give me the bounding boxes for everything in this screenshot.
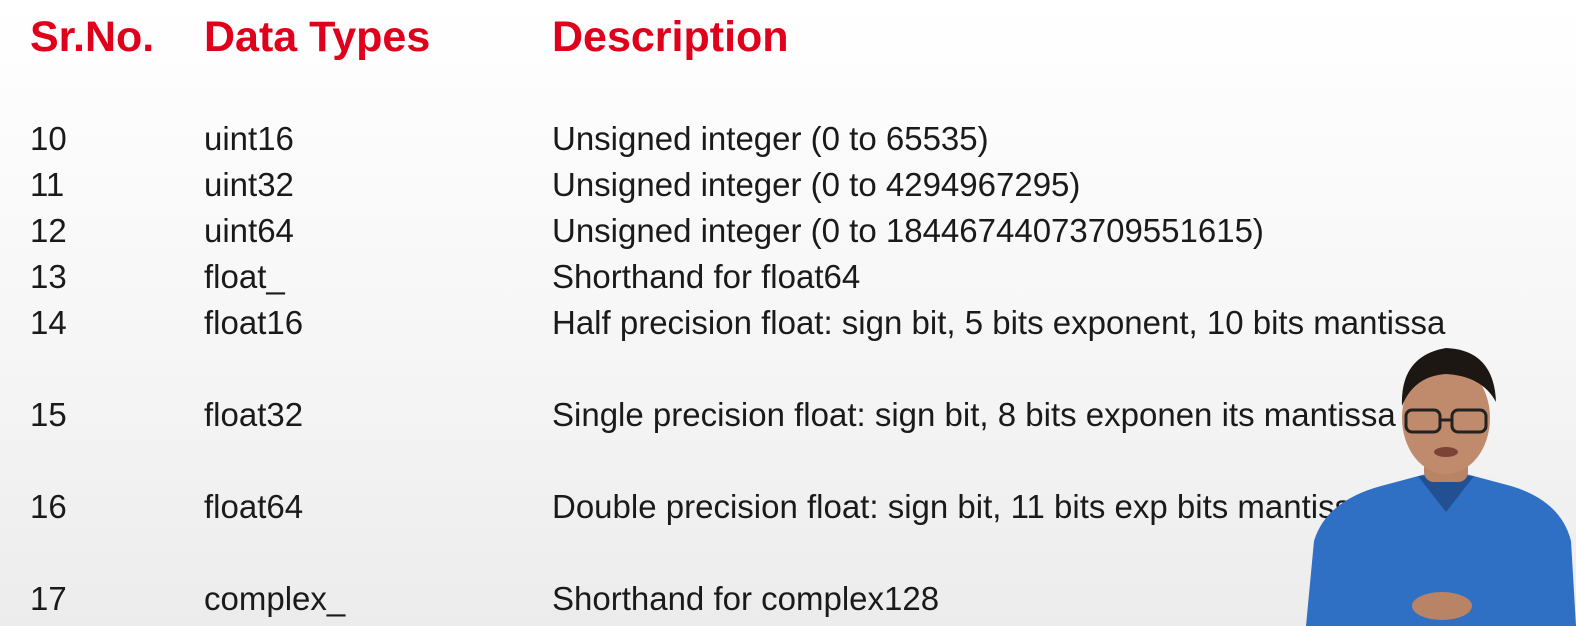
row-sr: 15 [30,396,67,433]
row-sr: 16 [30,488,67,525]
header-data-types: Data Types [204,13,431,61]
table-row: 11 uint32 Unsigned integer (0 to 4294967… [0,162,1576,208]
row-description: Shorthand for complex128 [552,580,940,617]
row-sr: 17 [30,580,67,617]
table-header: Sr.No. Data Types Description [0,13,1576,65]
row-sr: 10 [30,120,67,157]
row-description: Unsigned integer (0 to 65535) [552,120,989,157]
row-description: Unsigned integer (0 to 4294967295) [552,166,1081,203]
row-type: uint32 [204,166,294,203]
row-sr: 11 [30,166,65,203]
header-sr-no: Sr.No. [30,13,155,61]
row-type: uint16 [204,120,294,157]
row-type: float64 [204,488,304,525]
table-row: 13 float_ Shorthand for float64 [0,254,1576,300]
row-description: Double precision float: sign bit, 11 bit… [552,488,1370,525]
presenter-figure [1306,348,1576,626]
table-row: 15 float32 Single precision float: sign … [0,392,1576,484]
header-description: Description [552,13,789,61]
row-type: complex_ [204,580,346,617]
row-description: Half precision float: sign bit, 5 bits e… [552,304,1446,341]
table-row: 16 float64 Double precision float: sign … [0,484,1576,576]
table-row: 17 complex_ Shorthand for complex128 [0,576,1576,622]
presenter-webcam [1306,336,1576,626]
row-sr: 14 [30,304,67,341]
table-row: 14 float16 Half precision float: sign bi… [0,300,1576,392]
row-description: Unsigned integer (0 to 18446744073709551… [552,212,1264,249]
row-type: float32 [204,396,304,433]
row-sr: 13 [30,258,67,295]
row-type: float_ [204,258,285,295]
row-type: float16 [204,304,304,341]
data-types-table: 10 uint16 Unsigned integer (0 to 65535) … [0,116,1576,622]
row-sr: 12 [30,212,67,249]
row-description: Shorthand for float64 [552,258,861,295]
table-row: 12 uint64 Unsigned integer (0 to 1844674… [0,208,1576,254]
row-type: uint64 [204,212,294,249]
table-row: 10 uint16 Unsigned integer (0 to 65535) [0,116,1576,162]
row-description: Single precision float: sign bit, 8 bits… [552,396,1396,433]
